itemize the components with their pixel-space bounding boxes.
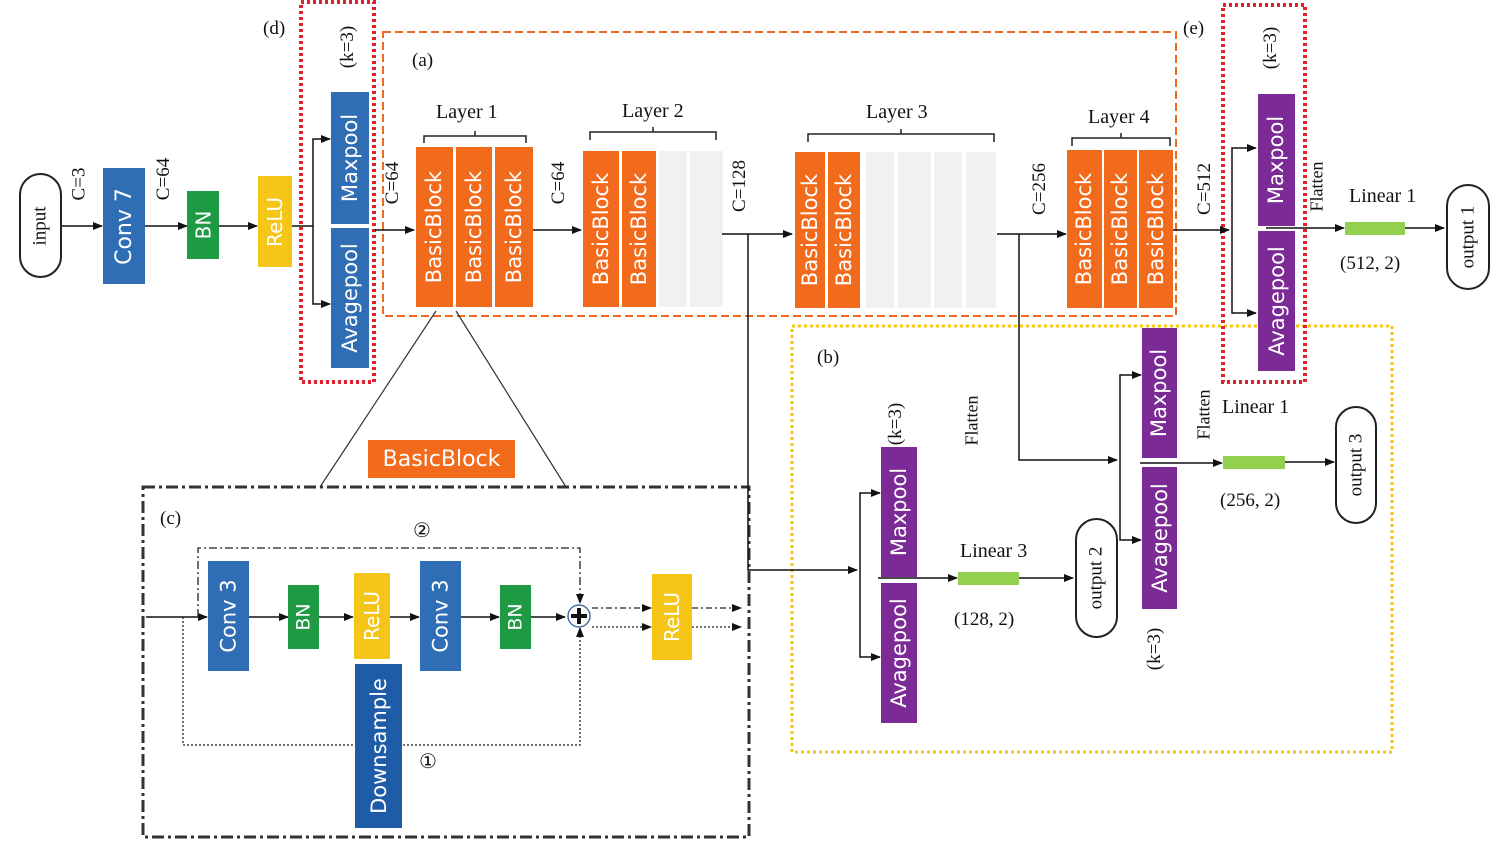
avgpool-block: Avagepool (331, 228, 369, 368)
maxpool-block: Maxpool (1142, 328, 1177, 458)
kernel-label: (k=3) (337, 25, 359, 69)
region-c-frame (141, 485, 751, 839)
layer4-brace (1071, 133, 1171, 146)
region-e-tag: (e) (1183, 18, 1205, 39)
channels-label: C=128 (728, 160, 750, 212)
basicblock: BasicBlock (1067, 150, 1102, 308)
maxpool-block: Maxpool (881, 447, 917, 577)
basicblock: BasicBlock (456, 147, 492, 307)
basicblock: BasicBlock (495, 147, 533, 307)
region-b-frame (790, 324, 1394, 754)
ghost-block (898, 152, 931, 308)
layer1-label: Layer 1 (436, 101, 498, 123)
arrow (1231, 144, 1257, 230)
ghost-block (934, 152, 962, 308)
conv7-block: Conv 7 (103, 168, 145, 284)
bn-block: BN (288, 585, 319, 649)
output1-node: output 1 (1446, 184, 1490, 290)
region-d-frame (299, 0, 376, 384)
bn-block: BN (187, 191, 219, 259)
flatten-label: Flatten (961, 395, 982, 446)
linear-block (1223, 456, 1285, 469)
zoom-line (455, 310, 567, 488)
input-label: input (29, 205, 51, 246)
layer1-brace (423, 131, 527, 143)
linear-label: Linear 1 (1222, 396, 1290, 418)
avgpool-block: Avagepool (881, 583, 917, 723)
arrow (859, 570, 881, 661)
maxpool-block: Maxpool (331, 92, 369, 224)
downsample-block: Downsample (355, 664, 402, 828)
ghost-block (866, 152, 894, 308)
skip-path-1-label: ① (419, 751, 437, 773)
relu-block: ReLU (652, 574, 692, 660)
basicblock: BasicBlock (583, 151, 619, 307)
layer4-label: Layer 4 (1088, 106, 1150, 128)
arrow (1231, 230, 1257, 317)
basicblock-title: BasicBlock (368, 440, 515, 478)
channels-label: C=64 (382, 161, 404, 205)
kernel-label: (k=3) (885, 402, 907, 446)
arrow (1018, 234, 1118, 464)
region-e-frame (1221, 3, 1307, 384)
relu-block: ReLU (354, 573, 390, 659)
kernel-label: (k=3) (1144, 627, 1166, 671)
maxpool-block: Maxpool (1258, 94, 1295, 226)
linear-label: Linear 3 (960, 540, 1028, 562)
add-node (567, 604, 591, 628)
flatten-label: Flatten (1306, 161, 1327, 212)
arrow (747, 234, 858, 574)
relu-block: ReLU (258, 176, 292, 267)
ghost-block (690, 151, 723, 307)
arrow (1119, 371, 1142, 460)
avgpool-block: Avagepool (1142, 467, 1177, 609)
linear-shape: (128, 2) (954, 609, 1015, 630)
channels-label: C=3 (68, 167, 90, 201)
linear-shape: (512, 2) (1340, 253, 1401, 274)
output3-node: output 3 (1335, 406, 1377, 524)
skip-path-2 (197, 547, 584, 617)
linear-block (1345, 222, 1405, 235)
kernel-label: (k=3) (1260, 26, 1282, 70)
region-c-tag: (c) (160, 508, 182, 529)
layer2-brace (589, 127, 717, 140)
skip-path-2-label: ② (413, 520, 431, 542)
region-a-frame (382, 31, 1177, 317)
channels-label: C=512 (1193, 163, 1215, 215)
ghost-block (659, 151, 687, 307)
conv3-block: Conv 3 (420, 561, 461, 671)
basicblock: BasicBlock (828, 152, 860, 308)
zoom-line (319, 310, 437, 488)
channels-label: C=256 (1028, 163, 1050, 215)
ghost-block (966, 152, 996, 308)
linear-block (958, 572, 1019, 585)
region-d-tag: (d) (263, 18, 286, 39)
arrow (859, 489, 881, 570)
arrow (1119, 460, 1142, 544)
conv3-block: Conv 3 (208, 561, 249, 671)
region-b-tag: (b) (817, 347, 840, 368)
linear-label: Linear 1 (1349, 185, 1417, 207)
basicblock: BasicBlock (1139, 150, 1173, 308)
skip-path-1 (182, 617, 584, 746)
arrow (312, 226, 331, 308)
layer3-brace (807, 129, 995, 142)
output2-node: output 2 (1075, 518, 1118, 638)
region-a-tag: (a) (412, 50, 434, 71)
channels-label: C=64 (548, 161, 570, 205)
flatten-label: Flatten (1193, 389, 1214, 440)
linear-shape: (256, 2) (1220, 490, 1281, 511)
input-node: input (19, 173, 62, 278)
layer2-label: Layer 2 (622, 100, 684, 122)
channels-label: C=64 (153, 157, 175, 201)
avgpool-block: Avagepool (1258, 231, 1295, 371)
bn-block: BN (500, 585, 531, 649)
arrow (312, 135, 331, 226)
basicblock: BasicBlock (1104, 150, 1137, 308)
basicblock: BasicBlock (795, 152, 825, 308)
layer3-label: Layer 3 (866, 101, 928, 123)
basicblock: BasicBlock (622, 151, 656, 307)
basicblock: BasicBlock (416, 147, 453, 307)
